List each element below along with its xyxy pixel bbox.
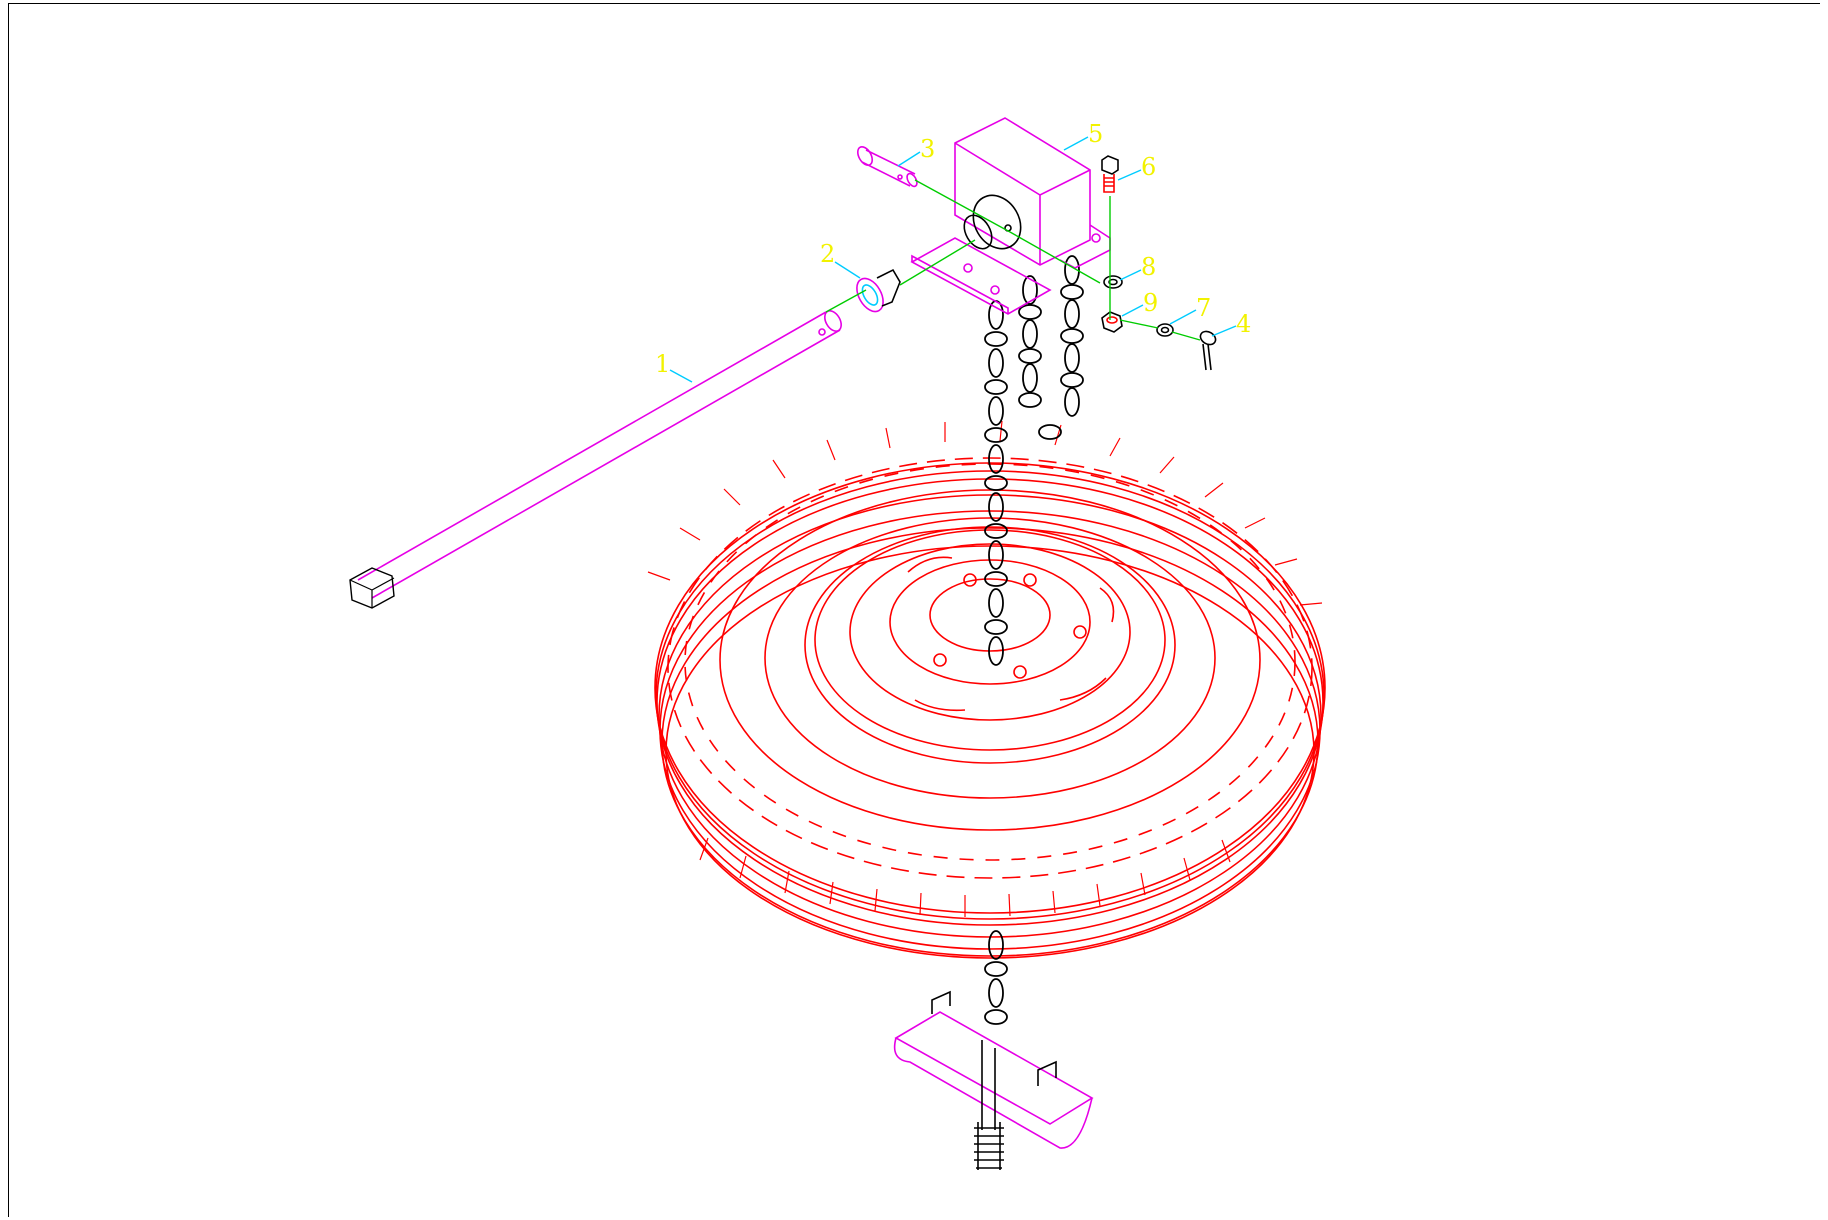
chain-loop-link (1018, 348, 1042, 364)
winch-bracket (910, 117, 1111, 315)
chain-link (984, 571, 1008, 587)
callout-number-6: 6 (1141, 153, 1156, 181)
callout-number-1: 1 (655, 350, 670, 378)
chain-loop-link (1022, 319, 1038, 349)
chain-loop-link (1018, 304, 1042, 320)
pin-part (856, 146, 918, 188)
chain-loop-link (1064, 299, 1080, 329)
callout-number-4: 4 (1236, 310, 1251, 338)
cotter-pin-part (1199, 330, 1217, 371)
chain-loop-link (1018, 392, 1042, 408)
assembly-centerlines (825, 179, 1201, 341)
leader-line-8 (1119, 269, 1142, 281)
drawing-frame (8, 3, 1820, 1217)
chain-link (988, 636, 1004, 666)
chain-link (984, 619, 1008, 635)
chain-link (988, 588, 1004, 618)
callout-group: 1 2 3 4 5 6 7 8 9 (655, 120, 1251, 383)
callout-number-3: 3 (920, 135, 935, 163)
leader-line-9 (1121, 304, 1144, 317)
callout-number-5: 5 (1088, 120, 1103, 148)
chain-link (988, 444, 1004, 474)
chain (984, 255, 1084, 1025)
leader-line-4 (1211, 325, 1237, 337)
bolt-part (1101, 155, 1119, 193)
chain-lower-link (988, 930, 1004, 960)
leader-line-3 (897, 151, 921, 167)
chain-loop-link (1060, 284, 1084, 300)
chain-loop-link (1064, 387, 1080, 417)
chain-link (988, 492, 1004, 522)
chain-link (984, 427, 1008, 443)
chain-loop-link (1060, 372, 1084, 388)
callout-number-9: 9 (1143, 289, 1158, 317)
leader-line-6 (1117, 169, 1142, 181)
leader-line-1 (669, 369, 693, 383)
chain-link (984, 379, 1008, 395)
chain-lower-link (984, 1009, 1008, 1025)
chain-link (988, 540, 1004, 570)
chain-loop-link (1064, 255, 1080, 285)
lock-washer-part (1103, 275, 1123, 289)
chain-link (984, 523, 1008, 539)
lower-retainer-bracket (893, 990, 1094, 1170)
chain-lower-link (988, 978, 1004, 1008)
chain-loop-link (1022, 363, 1038, 393)
leader-line-2 (834, 261, 861, 279)
chain-link (988, 348, 1004, 378)
spare-tire-wheel (647, 420, 1326, 959)
leader-line-5 (1063, 136, 1089, 151)
washer-part (1156, 323, 1174, 337)
chain-link (984, 475, 1008, 491)
callout-number-7: 7 (1196, 294, 1211, 322)
chain-loop-link (1022, 275, 1038, 305)
chain-loop-link (1064, 343, 1080, 373)
chain-loop-link (1038, 424, 1062, 440)
chain-link (988, 396, 1004, 426)
chain-loop-link (1060, 328, 1084, 344)
callout-number-2: 2 (820, 240, 835, 268)
chain-link (984, 331, 1008, 347)
chain-lower-link (984, 961, 1008, 977)
bushing-part (856, 268, 901, 313)
nut-part (1101, 311, 1123, 333)
leader-line-7 (1169, 309, 1197, 325)
callout-number-8: 8 (1141, 253, 1156, 281)
crank-handle (349, 310, 842, 609)
